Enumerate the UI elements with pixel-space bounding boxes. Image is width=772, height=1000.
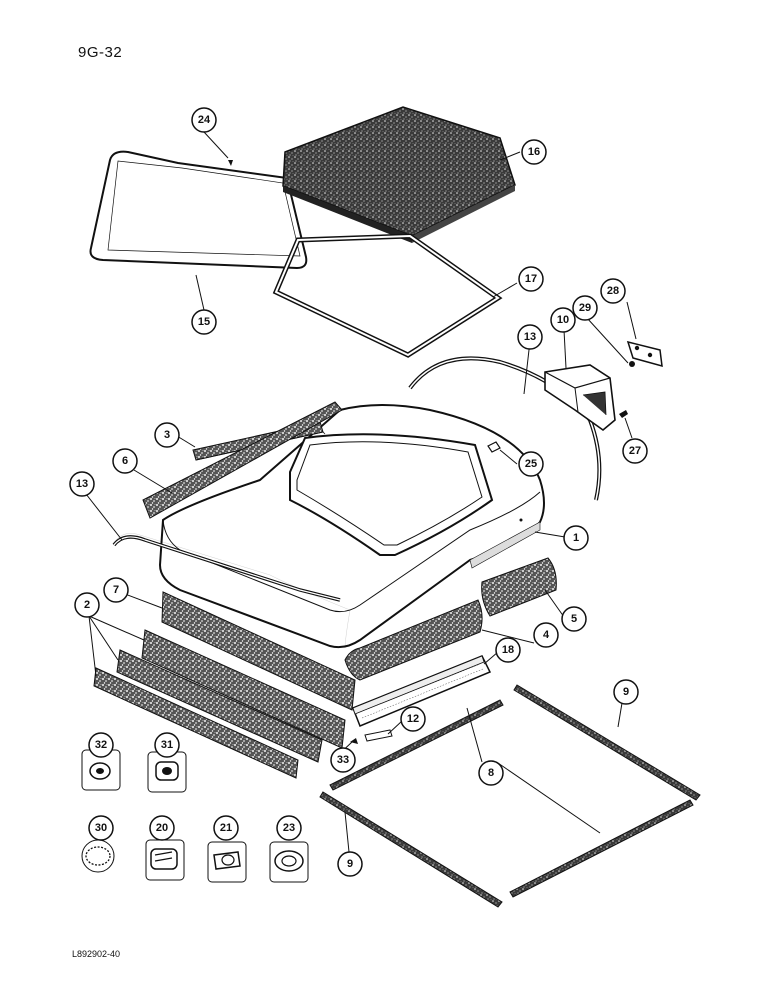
- svg-text:27: 27: [629, 445, 641, 457]
- svg-text:7: 7: [113, 584, 119, 596]
- part-8-seal-strip-left: [329, 699, 504, 791]
- callout-2: 2: [74, 592, 100, 618]
- svg-text:13: 13: [76, 478, 88, 490]
- svg-text:32: 32: [95, 739, 107, 751]
- svg-text:13: 13: [524, 331, 536, 343]
- callout-30: 30: [88, 815, 114, 841]
- part-21-grommet: [207, 841, 247, 883]
- callouts: 24 16 15 17 28 29 10 13 27 3 6 25 13 1 7…: [69, 107, 648, 877]
- svg-text:28: 28: [607, 285, 619, 297]
- svg-text:21: 21: [220, 822, 232, 834]
- part-16-hatch-cover: [282, 106, 516, 243]
- svg-text:18: 18: [502, 644, 514, 656]
- svg-text:10: 10: [557, 314, 569, 326]
- callout-27: 27: [622, 438, 648, 464]
- callout-12: 12: [400, 706, 426, 732]
- callout-20: 20: [149, 815, 175, 841]
- svg-text:1: 1: [573, 532, 579, 544]
- svg-text:5: 5: [571, 613, 577, 625]
- svg-text:29: 29: [579, 302, 591, 314]
- part-2-insulation-panel-b: [116, 649, 323, 763]
- part-9-seal-strip-bottom: [319, 791, 503, 908]
- part-4-curved-insulation: [344, 599, 483, 681]
- callout-23: 23: [276, 815, 302, 841]
- callout-10: 10: [550, 307, 576, 333]
- part-2-insulation-panel-c: [93, 667, 299, 779]
- part-1-cab-roof: [158, 404, 545, 649]
- part-32-grommet: [81, 749, 121, 791]
- part-30-grommet: [81, 839, 115, 873]
- callout-33: 33: [330, 747, 356, 773]
- svg-text:25: 25: [525, 458, 537, 470]
- svg-text:16: 16: [528, 146, 540, 158]
- callout-1: 1: [563, 525, 589, 551]
- callout-13-left: 13: [69, 471, 95, 497]
- part-5-curved-insulation: [481, 557, 557, 617]
- svg-text:30: 30: [95, 822, 107, 834]
- callout-8: 8: [478, 760, 504, 786]
- svg-text:15: 15: [198, 316, 210, 328]
- part-7-insulation-panel: [161, 591, 356, 711]
- svg-text:9: 9: [623, 686, 629, 698]
- page-number: 9G-32: [78, 44, 123, 61]
- figure-code: L892902-40: [72, 949, 121, 959]
- part-24-rivet: [228, 160, 233, 166]
- callout-29: 29: [572, 295, 598, 321]
- callout-3: 3: [154, 422, 180, 448]
- svg-text:3: 3: [164, 429, 170, 441]
- callout-16: 16: [521, 139, 547, 165]
- callout-28: 28: [600, 278, 626, 304]
- callout-7: 7: [103, 577, 129, 603]
- part-17-hatch-seal: [272, 233, 503, 358]
- part-27-screw: [619, 410, 628, 418]
- leader-lines: [85, 131, 637, 853]
- callout-21: 21: [213, 815, 239, 841]
- svg-text:6: 6: [122, 455, 128, 467]
- callout-17: 17: [518, 266, 544, 292]
- part-28-hinge-plate: [626, 340, 663, 368]
- svg-text:9: 9: [347, 858, 353, 870]
- part-25-clip: [487, 441, 501, 453]
- part-20-grommet: [145, 839, 185, 881]
- svg-text:2: 2: [84, 599, 90, 611]
- part-12-clip: [364, 729, 393, 742]
- callout-32: 32: [88, 732, 114, 758]
- part-10-cover-bracket: [544, 364, 616, 432]
- callout-18: 18: [495, 637, 521, 663]
- callout-25: 25: [518, 451, 544, 477]
- part-8-seal-strip-right: [509, 799, 694, 898]
- callout-9-bottom: 9: [337, 851, 363, 877]
- callout-5: 5: [561, 606, 587, 632]
- svg-text:17: 17: [525, 273, 537, 285]
- callout-9-top: 9: [613, 679, 639, 705]
- svg-text:12: 12: [407, 713, 419, 725]
- callout-24: 24: [191, 107, 217, 133]
- svg-text:20: 20: [156, 822, 168, 834]
- callout-31: 31: [154, 732, 180, 758]
- svg-text:23: 23: [283, 822, 295, 834]
- part-29-nut: [629, 361, 635, 367]
- svg-text:33: 33: [337, 754, 349, 766]
- svg-text:24: 24: [198, 114, 211, 126]
- part-23-grommet: [269, 841, 309, 883]
- callout-15: 15: [191, 309, 217, 335]
- part-18-air-filter: [352, 655, 492, 727]
- callout-4: 4: [533, 622, 559, 648]
- svg-text:31: 31: [161, 739, 173, 751]
- part-15-headliner-panel: [89, 150, 308, 270]
- part-31-grommet: [147, 751, 187, 793]
- svg-text:4: 4: [543, 629, 550, 641]
- callout-13-right: 13: [517, 324, 543, 350]
- callout-6: 6: [112, 448, 138, 474]
- part-6-insulation-strip: [142, 401, 343, 519]
- part-9-seal-strip-top: [513, 684, 701, 801]
- svg-text:8: 8: [488, 767, 494, 779]
